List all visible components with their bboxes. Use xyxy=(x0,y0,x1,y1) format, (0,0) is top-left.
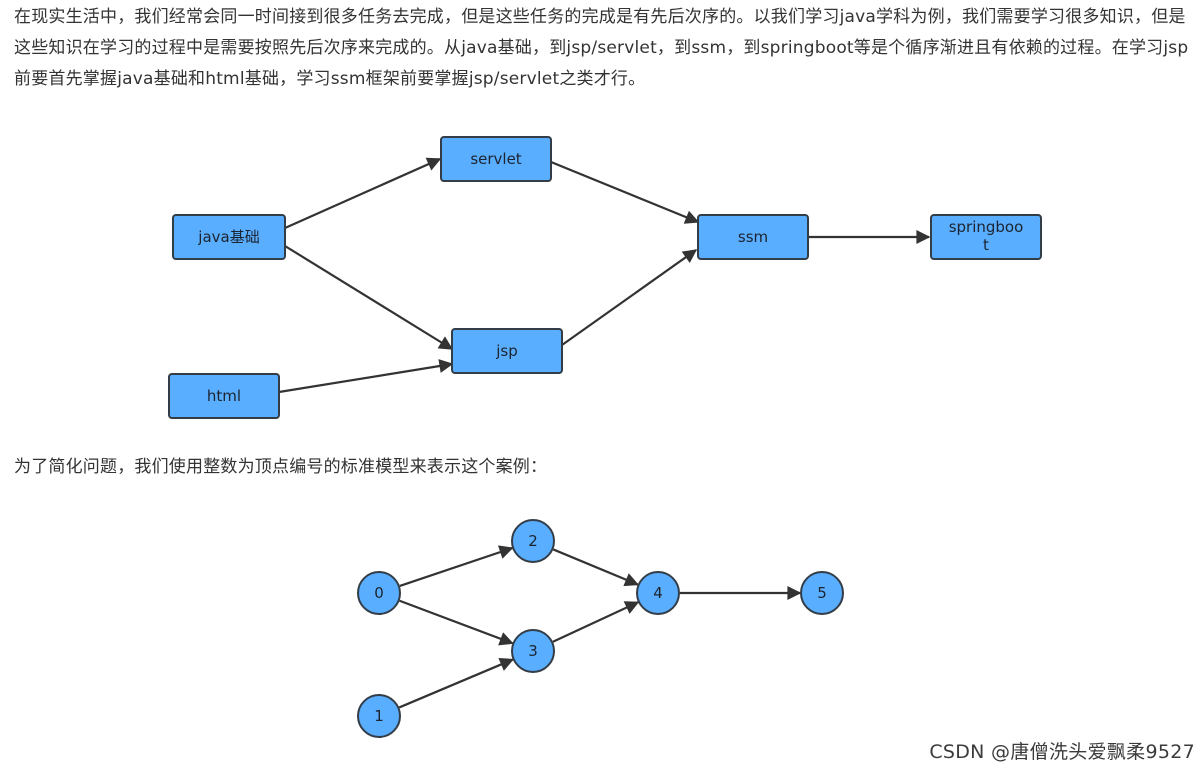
node-box-springboot xyxy=(930,214,1042,260)
vertex-n4: 4 xyxy=(636,571,680,615)
vertex-label-n5: 5 xyxy=(817,584,827,602)
node-label-springboot: springboo xyxy=(949,218,1024,236)
number-diagram-edges xyxy=(398,545,802,709)
vertex-label-n4: 4 xyxy=(653,584,663,602)
node-label-springboot-line2: t xyxy=(983,236,989,254)
vertex-n0: 0 xyxy=(357,571,401,615)
node-servlet: servlet xyxy=(440,136,552,182)
vertex-circle-n2 xyxy=(511,519,555,563)
edge-java-to-servlet xyxy=(284,157,442,230)
intro-paragraph: 在现实生活中，我们经常会同一时间接到很多任务去完成，但是这些任务的完成是有先后次… xyxy=(14,7,1189,89)
node-jsp: jsp xyxy=(451,328,563,374)
edge-servlet-to-ssm xyxy=(550,160,700,224)
node-ssm: ssm xyxy=(697,214,809,260)
vertex-n2: 2 xyxy=(511,519,555,563)
node-box-ssm xyxy=(697,214,809,260)
node-box-java xyxy=(172,214,286,260)
node-label-jsp: jsp xyxy=(495,342,518,360)
vertex-circle-n0 xyxy=(357,571,401,615)
course-diagram-edges xyxy=(278,157,931,394)
edge-n1-to-n3 xyxy=(398,658,515,709)
node-html: html xyxy=(168,373,280,419)
node-label-ssm: ssm xyxy=(738,228,768,246)
vertex-circle-n1 xyxy=(357,694,401,738)
vertex-n3: 3 xyxy=(511,629,555,673)
vertex-circle-n5 xyxy=(800,571,844,615)
number-diagram-nodes: 0 1 2 3 4 5 xyxy=(357,519,844,738)
vertex-n5: 5 xyxy=(800,571,844,615)
edge-n0-to-n2 xyxy=(399,545,514,588)
lead-paragraph: 为了简化问题，我们使用整数为顶点编号的标准模型来表示这个案例： xyxy=(14,457,548,477)
edge-n3-to-n4 xyxy=(552,601,640,643)
csdn-watermark: CSDN @唐僧洗头爱飘柔9527 xyxy=(929,741,1195,763)
node-java: java基础 xyxy=(172,214,286,260)
node-box-html xyxy=(168,373,280,419)
node-label-html: html xyxy=(207,387,241,405)
vertex-circle-n3 xyxy=(511,629,555,673)
node-springboot: springboot xyxy=(930,214,1042,260)
edge-html-to-jsp xyxy=(278,359,454,394)
edge-n2-to-n4 xyxy=(552,548,639,587)
node-label-java: java基础 xyxy=(197,228,259,246)
vertex-label-n2: 2 xyxy=(528,532,538,550)
node-label-servlet: servlet xyxy=(470,150,521,168)
vertex-circle-n4 xyxy=(636,571,680,615)
node-box-servlet xyxy=(440,136,552,182)
vertex-label-n0: 0 xyxy=(374,584,384,602)
edge-java-to-jsp xyxy=(284,245,454,350)
vertex-label-n1: 1 xyxy=(374,707,384,725)
edge-n0-to-n3 xyxy=(399,599,514,646)
course-diagram-nodes: java基础 html servlet jsp ssm springboot xyxy=(168,136,1042,419)
node-box-jsp xyxy=(451,328,563,374)
vertex-label-n3: 3 xyxy=(528,642,538,660)
vertex-n1: 1 xyxy=(357,694,401,738)
edge-jsp-to-ssm xyxy=(561,249,698,346)
